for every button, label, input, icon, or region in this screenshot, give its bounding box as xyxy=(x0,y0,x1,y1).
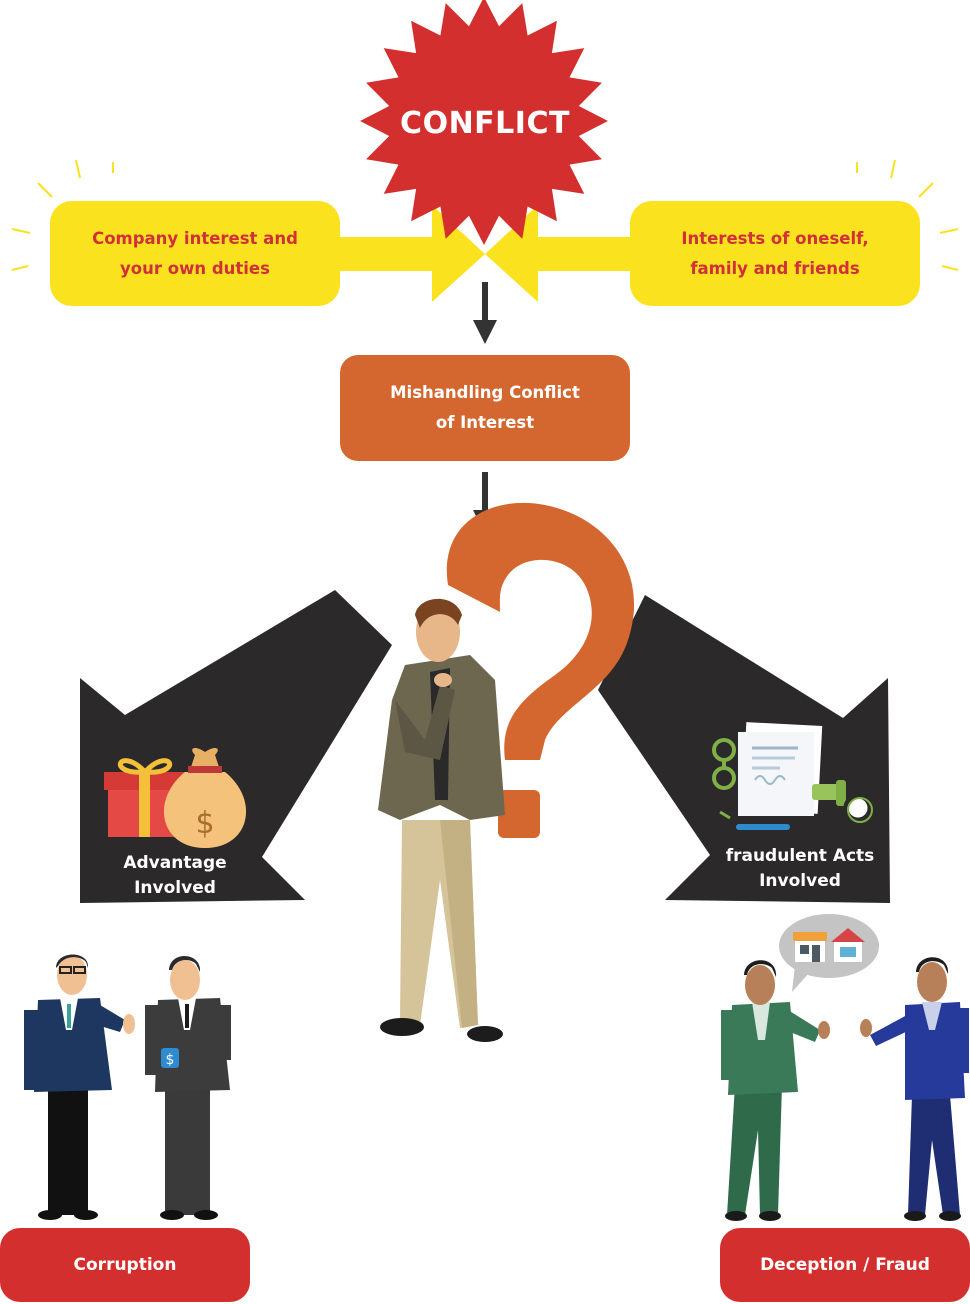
company-interest-line1: Company interest and xyxy=(92,228,298,248)
company-interest-box: Company interest and your own duties xyxy=(50,201,340,306)
mishandling-line1: Mishandling Conflict xyxy=(390,383,580,402)
thinking-businessman xyxy=(378,598,505,1042)
connector-left xyxy=(335,237,445,271)
bowtie-arrow-right xyxy=(485,205,538,302)
conflict-starburst-icon xyxy=(360,0,608,245)
svg-text:$: $ xyxy=(195,806,214,841)
fraudulent-acts-line1: fraudulent Acts xyxy=(725,846,875,866)
businessman-green xyxy=(721,960,830,1221)
magnifier-icon xyxy=(843,793,873,823)
fraudulent-acts-label: fraudulent Acts Involved xyxy=(715,843,885,895)
down-arrow-1 xyxy=(473,282,497,344)
personal-interest-line2: family and friends xyxy=(690,258,860,278)
connector-right xyxy=(525,237,635,271)
conflict-title: CONFLICT xyxy=(385,95,585,151)
sparkle-rays-right xyxy=(856,159,959,271)
speech-bubble xyxy=(779,914,879,992)
shop-icons xyxy=(793,928,865,962)
businessman-glasses xyxy=(24,954,135,1220)
glasses-icon xyxy=(712,738,736,790)
mishandling-box: Mishandling Conflict of Interest xyxy=(340,355,630,461)
svg-text:$: $ xyxy=(166,1052,175,1068)
corruption-box: Corruption xyxy=(0,1228,250,1302)
conflict-title-text: CONFLICT xyxy=(400,105,570,141)
pen-icon xyxy=(719,810,790,830)
businessman-bribe: $ xyxy=(145,955,231,1220)
document-stamp-icon xyxy=(738,722,846,816)
deception-fraud-box: Deception / Fraud xyxy=(720,1228,970,1302)
personal-interest-box: Interests of oneself, family and friends xyxy=(630,201,920,306)
sparkle-rays-left xyxy=(11,159,114,271)
advantage-involved-label: Advantage Involved xyxy=(80,853,270,898)
money-bag-icon: $ xyxy=(163,748,247,848)
businessman-blue xyxy=(860,957,969,1221)
personal-interest-line1: Interests of oneself, xyxy=(681,228,869,248)
corruption-text: Corruption xyxy=(73,1255,177,1275)
company-interest-line2: your own duties xyxy=(120,258,270,278)
fraudulent-acts-line2: Involved xyxy=(759,871,841,891)
starburst-shape xyxy=(360,0,608,245)
deception-fraud-text: Deception / Fraud xyxy=(760,1255,930,1275)
question-mark-icon xyxy=(446,502,635,838)
mishandling-line2: of Interest xyxy=(435,413,535,432)
advantage-involved-text: Advantage Involved xyxy=(123,853,227,898)
